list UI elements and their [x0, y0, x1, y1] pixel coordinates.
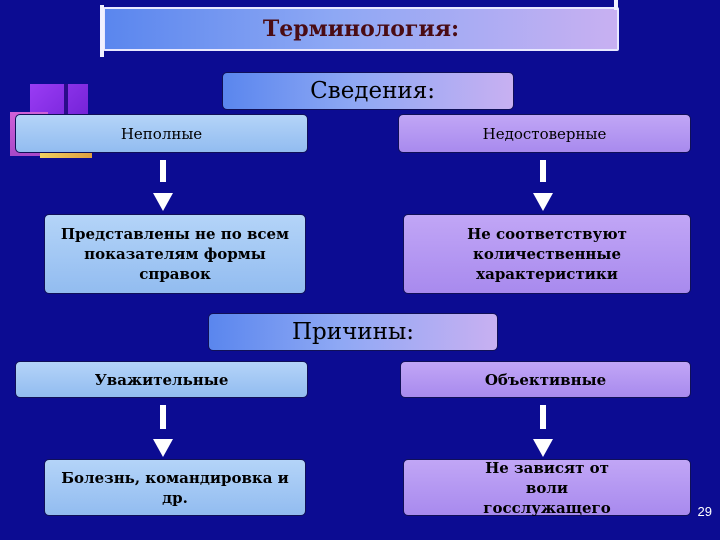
- info-left-label: Неполные: [120, 124, 203, 143]
- title-box: Терминология:: [103, 7, 619, 51]
- reasons-left-detail: Болезнь, командировка и др.: [61, 468, 289, 507]
- reasons-left-label-box: Уважительные: [15, 361, 308, 398]
- arrow-down-icon: [153, 439, 173, 457]
- reasons-right-detail-box: Не зависят от воли госслужащего: [403, 458, 691, 517]
- page-title: Терминология:: [262, 16, 460, 42]
- reasons-left-label: Уважительные: [94, 370, 229, 389]
- page-number: 29: [697, 504, 712, 519]
- info-left-label-box: Неполные: [15, 114, 308, 153]
- reasons-right-label-box: Объективные: [400, 361, 691, 398]
- info-right-label-box: Недостоверные: [398, 114, 691, 153]
- arrow-down-icon: [533, 439, 553, 457]
- reasons-heading: Причины:: [291, 319, 415, 345]
- arrow-stem-reasons-left: [160, 405, 166, 429]
- arrow-down-icon: [533, 193, 553, 211]
- reasons-heading-box: Причины:: [208, 313, 498, 351]
- info-left-detail: Представлены не по всем показателям форм…: [60, 225, 290, 283]
- info-left-detail-box: Представлены не по всем показателям форм…: [44, 214, 306, 294]
- title-box-accent-right: [614, 0, 618, 10]
- title-box-accent: [100, 5, 104, 57]
- reasons-left-detail-box: Болезнь, командировка и др.: [44, 459, 306, 516]
- info-heading: Сведения:: [310, 78, 435, 104]
- info-right-detail: Не соответствуют количественные характер…: [467, 225, 627, 283]
- info-right-label: Недостоверные: [482, 124, 607, 143]
- info-right-detail-box: Не соответствуют количественные характер…: [403, 214, 691, 294]
- arrow-down-icon: [153, 193, 173, 211]
- info-heading-box: Сведения:: [222, 72, 514, 110]
- reasons-right-detail: Не зависят от воли госслужащего: [483, 458, 611, 517]
- arrow-stem-info-left: [160, 160, 166, 182]
- arrow-stem-reasons-right: [540, 405, 546, 429]
- arrow-stem-info-right: [540, 160, 546, 182]
- reasons-right-label: Объективные: [484, 370, 607, 389]
